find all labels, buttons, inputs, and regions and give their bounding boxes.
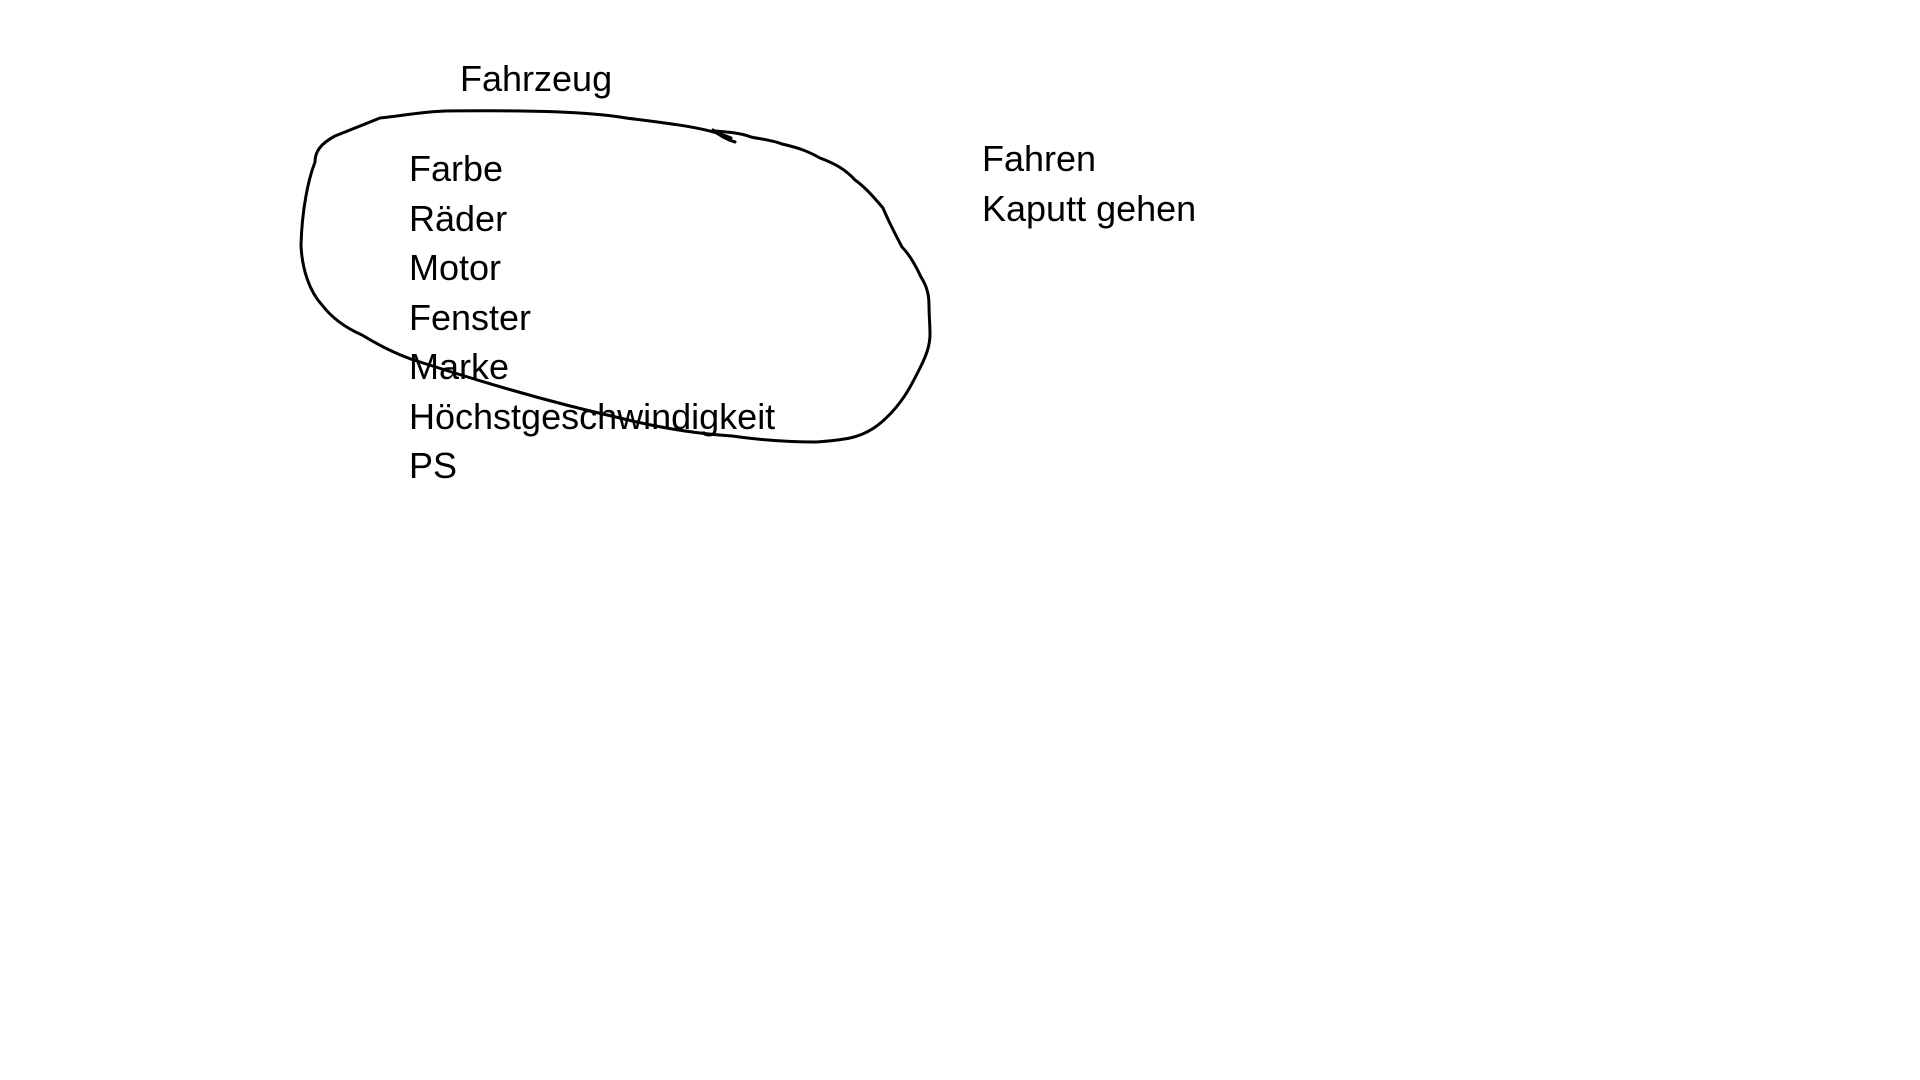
attribute-item: PS [409, 445, 458, 486]
attribute-item: Höchstgeschwindigkeit [409, 395, 776, 437]
attribute-item: Räder [409, 197, 508, 239]
attribute-item: Marke [409, 346, 510, 387]
attribute-list: Farbe Räder Motor Fenster Marke Höchstge… [409, 144, 775, 491]
attribute-item: Fenster [409, 296, 532, 338]
method-list: Fahren Kaputt gehen [982, 134, 1196, 233]
enclosure-stroke-tail [711, 128, 737, 144]
attribute-item: Motor [409, 247, 502, 288]
attribute-item: Farbe [409, 148, 504, 189]
method-item: Fahren [982, 138, 1097, 179]
class-title: Fahrzeug [460, 58, 613, 99]
method-item: Kaputt gehen [982, 187, 1197, 229]
